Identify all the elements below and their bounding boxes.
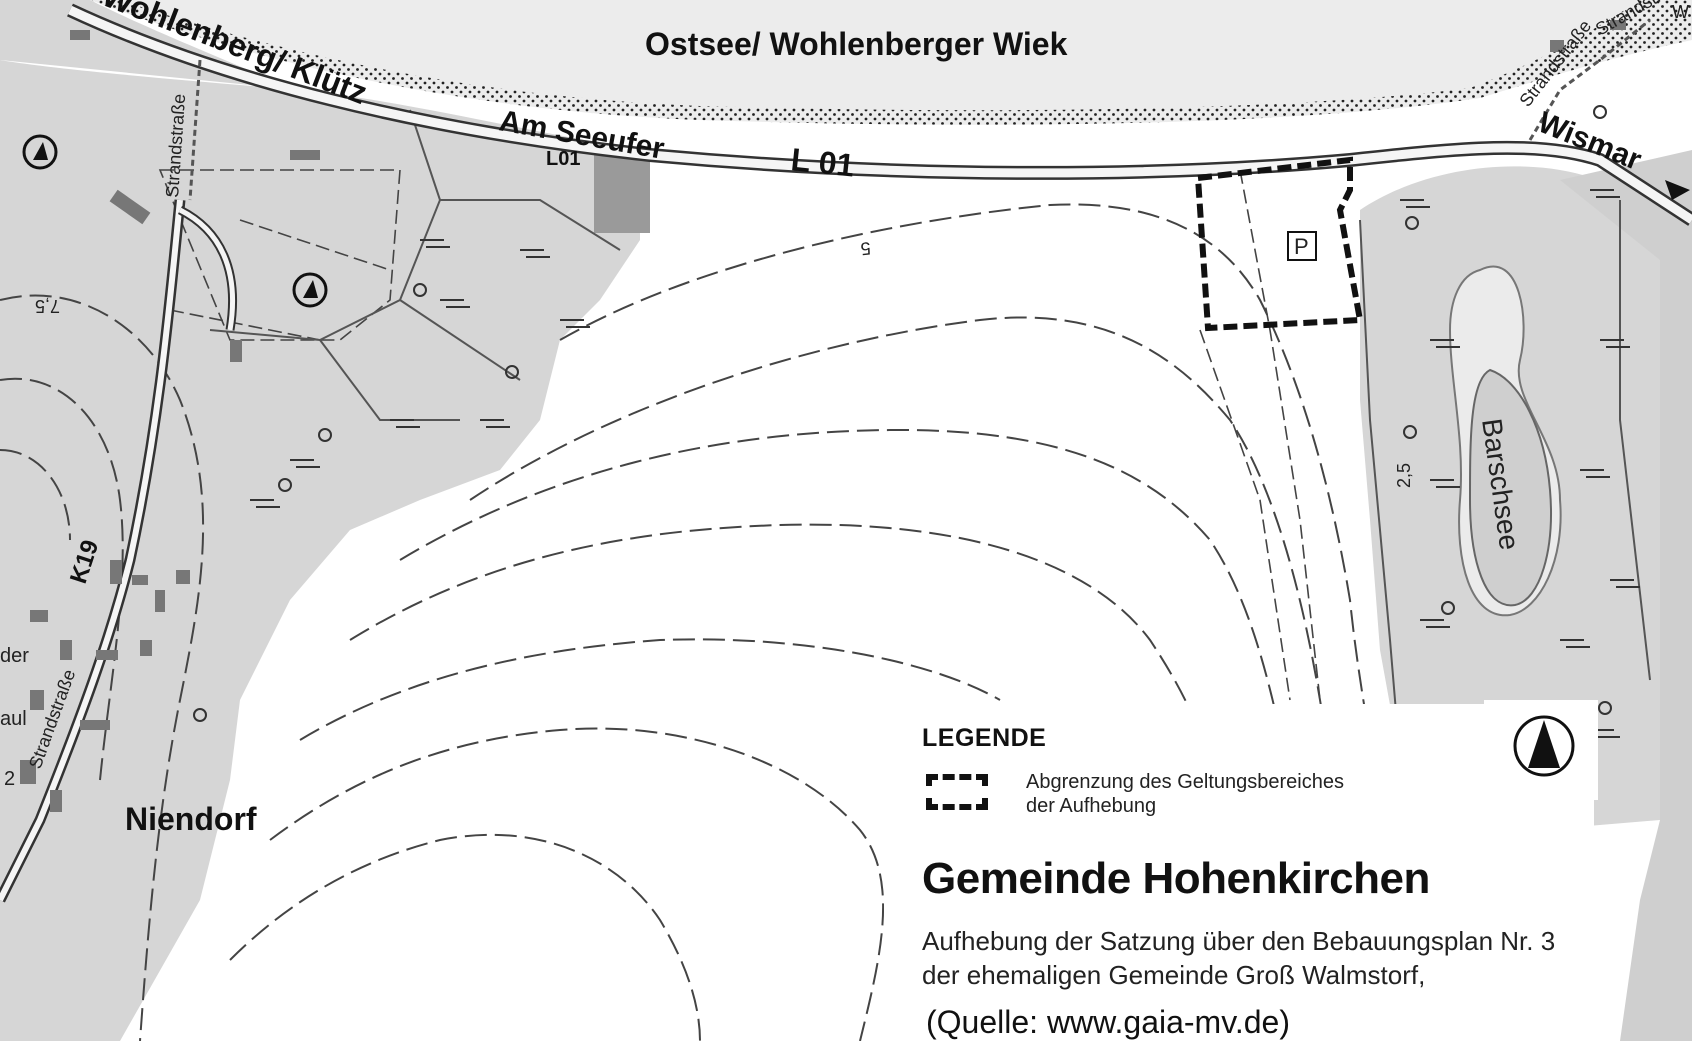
- edge-fragment-der: der: [0, 645, 29, 667]
- legend-panel: LEGENDE Abgrenzung des Geltungsbereiches…: [884, 704, 1594, 1041]
- field-boundaries: [209, 109, 1651, 761]
- beach-strip: [90, 0, 1692, 125]
- boundary-swatch-icon: [926, 774, 988, 810]
- legend-boundary-label: Abgrenzung des Geltungsbereiches der Auf…: [1026, 770, 1344, 818]
- land-east-strip: [1560, 150, 1692, 1041]
- edge-fragment-w: W: [1672, 2, 1689, 22]
- parking-symbol: P: [1294, 234, 1309, 259]
- contour-label-25: 2,5: [1394, 463, 1414, 488]
- road-code-small: L01: [546, 148, 580, 170]
- contour-label-5: 5: [860, 238, 872, 259]
- plan-boundary[interactable]: [1194, 156, 1364, 332]
- road-code-main: L 01: [789, 141, 856, 183]
- land-west: [0, 60, 640, 1041]
- legend-title: LEGENDE: [922, 724, 1047, 752]
- plan-description-line1: Aufhebung der Satzung über den Bebauungs…: [922, 926, 1556, 956]
- legend-boundary-line1: Abgrenzung des Geltungsbereiches: [1026, 771, 1344, 793]
- source-note: (Quelle: www.gaia-mv.de): [926, 1004, 1290, 1040]
- direction-arrow-icon: [1665, 180, 1690, 200]
- plan-description-line2: der ehemaligen Gemeinde Groß Walmstorf,: [922, 960, 1426, 990]
- municipality-title: Gemeinde Hohenkirchen: [922, 854, 1430, 903]
- barschsee-inner: [1468, 368, 1552, 607]
- village-label: Niendorf: [125, 801, 257, 837]
- edge-fragment-2: 2: [4, 768, 15, 790]
- north-arrow-box: [1484, 700, 1598, 800]
- sea-label: Ostsee/ Wohlenberger Wiek: [645, 26, 1068, 62]
- legend-boundary-line2: der Aufhebung: [1026, 795, 1157, 817]
- contour-label-75: 7,5: [35, 296, 60, 316]
- campsite-icon: [22, 134, 328, 308]
- parking-icon: [1287, 231, 1317, 261]
- sea-area: [0, 0, 1692, 125]
- parcel-dark: [594, 153, 650, 233]
- north-arrow-icon: [1513, 715, 1575, 777]
- destination-label: Wismar: [1533, 106, 1646, 177]
- plan-description: Aufhebung der Satzung über den Bebauungs…: [922, 924, 1555, 992]
- legend-background: [884, 704, 1594, 1041]
- edge-fragment-aul: aul: [0, 708, 27, 730]
- parcel-lines: [158, 169, 1321, 701]
- niendorf-buildings: [20, 20, 1626, 812]
